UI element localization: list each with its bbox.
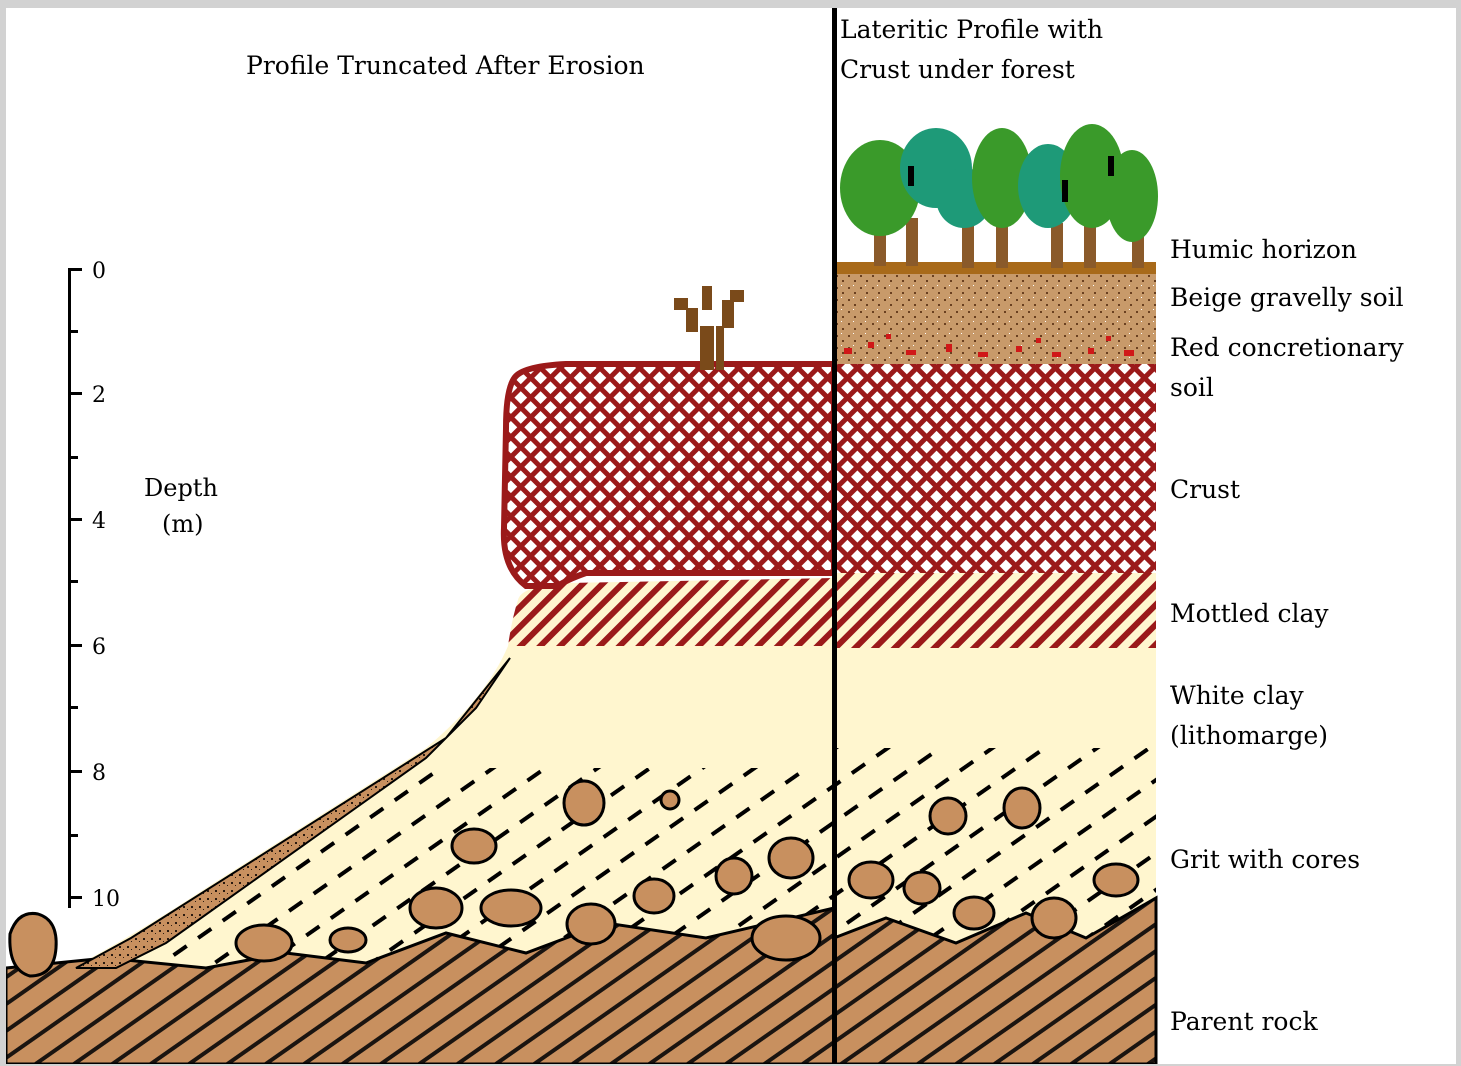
- label-grit: Grit with cores: [1170, 845, 1360, 874]
- tick-label-10: 10: [92, 887, 120, 912]
- forest: [840, 124, 1158, 268]
- boulder-left-edge: [10, 913, 56, 976]
- left-title: Profile Truncated After Erosion: [246, 51, 645, 80]
- label-crust: Crust: [1170, 475, 1240, 504]
- truncated-profile: [6, 286, 834, 1064]
- label-red-concretionary-2: soil: [1170, 373, 1214, 402]
- tick-label-6: 6: [92, 635, 106, 660]
- label-red-concretionary: Red concretionary: [1170, 333, 1405, 362]
- diagram-canvas: 0 2 4 6 8 10 Depth (m) Profile Truncated…: [6, 8, 1456, 1064]
- depth-axis: 0 2 4 6 8 10 Depth (m): [68, 259, 218, 912]
- horizon-labels: Humic horizon Beige gravelly soil Red co…: [1170, 235, 1405, 1036]
- tick-label-4: 4: [92, 509, 106, 534]
- depth-label: Depth: [144, 474, 218, 502]
- lateritic-profile: [834, 124, 1158, 1064]
- right-title-line1: Lateritic Profile with: [840, 15, 1103, 44]
- label-humic-horizon: Humic horizon: [1170, 235, 1357, 264]
- label-lithomarge: (lithomarge): [1170, 721, 1328, 750]
- crust-right: [834, 364, 1156, 576]
- tick-label-8: 8: [92, 761, 106, 786]
- right-title-line2: Crust under forest: [840, 55, 1075, 84]
- tick-label-0: 0: [92, 259, 106, 284]
- dead-tree: [674, 286, 744, 370]
- label-white-clay: White clay: [1170, 681, 1304, 710]
- label-mottled-clay: Mottled clay: [1170, 599, 1329, 628]
- beige-soil-band: [834, 274, 1156, 366]
- depth-unit: (m): [162, 510, 203, 538]
- laterite-diagram: 0 2 4 6 8 10 Depth (m) Profile Truncated…: [6, 8, 1456, 1064]
- mottled-clay-right: [834, 573, 1156, 651]
- profile-divider: [832, 8, 837, 1064]
- tick-label-2: 2: [92, 383, 106, 408]
- label-parent-rock: Parent rock: [1170, 1007, 1318, 1036]
- label-beige-soil: Beige gravelly soil: [1170, 283, 1404, 312]
- crust-left: [504, 364, 834, 586]
